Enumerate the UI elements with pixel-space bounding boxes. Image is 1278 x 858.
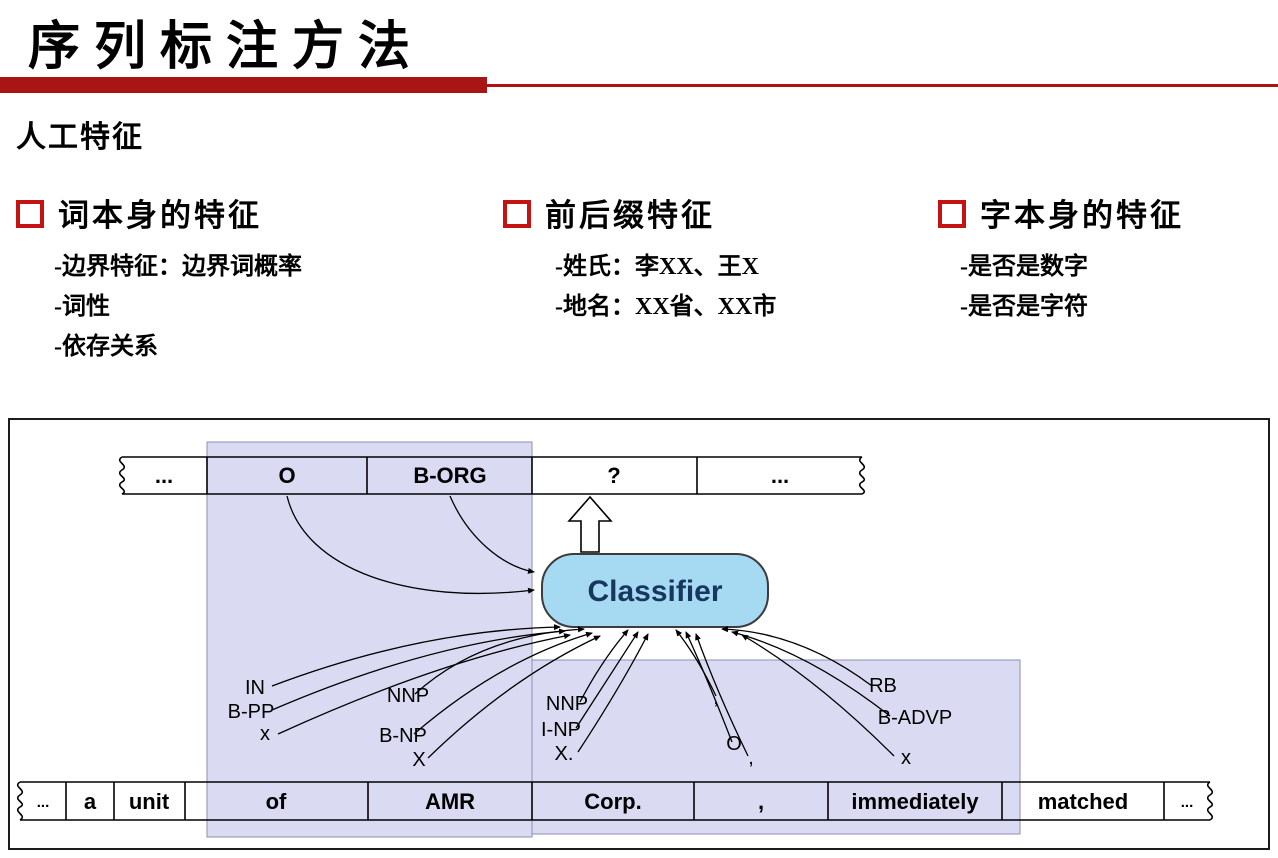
tape-cell: of (266, 789, 287, 814)
bullet-item: -词性 (54, 294, 110, 320)
tape-cell: ... (37, 794, 50, 811)
title-rule-thin (0, 84, 1278, 87)
bullet-heading-row: 词本身的特征 (16, 190, 302, 235)
prev-tag-arrow (286, 495, 535, 595)
tape-cell: O (278, 463, 295, 488)
bullet-item-list: -边界特征：边界词概率 -词性 -依存关系 (54, 247, 302, 367)
context-window-right (531, 659, 1021, 835)
bullet-item-list: -姓氏：李XX、王X -地名：XX省、XX市 (555, 247, 776, 327)
bottom-tape: ... a unit of AMR Corp. , immediately ma… (16, 781, 1214, 821)
tape-cell-query: ? (607, 463, 620, 488)
feature-arrow (741, 634, 895, 757)
feature-arrow (685, 631, 733, 743)
bullet-item: -地名：XX省、XX市 (555, 294, 777, 320)
top-tape: ... O B-ORG ? ... (118, 456, 866, 495)
bullet-item: -姓氏：李XX、王X (555, 254, 759, 280)
feature-label: I-NP (541, 719, 581, 741)
bullet-item-list: -是否是数字 -是否是字符 (960, 247, 1184, 327)
section-subtitle: 人工特征 (16, 121, 144, 154)
bullet-column-word-features: 词本身的特征 -边界特征：边界词概率 -词性 -依存关系 (16, 190, 302, 367)
tape-cell: matched (1038, 789, 1128, 814)
tape-cell: Corp. (584, 789, 641, 814)
feature-label: B-NP (379, 725, 427, 747)
bullet-column-affix-features: 前后缀特征 -姓氏：李XX、王X -地名：XX省、XX市 (503, 190, 776, 327)
feature-arrow (695, 633, 749, 757)
bullet-item: -是否是数字 (960, 254, 1088, 280)
feature-arrow (721, 626, 873, 687)
bullet-heading-row: 字本身的特征 (938, 190, 1184, 235)
bullet-item: -是否是字符 (960, 294, 1088, 320)
tape-cell: a (84, 789, 97, 814)
feature-label: B-ADVP (878, 707, 952, 729)
feature-arrow (579, 629, 629, 703)
bullet-item: -边界特征：边界词概率 (54, 254, 302, 280)
tape-cell: AMR (425, 789, 475, 814)
tape-torn-edge-icon (1206, 781, 1214, 821)
bullet-heading-row: 前后缀特征 (503, 190, 776, 235)
tape-cell: B-ORG (413, 463, 486, 488)
feature-arrow (271, 628, 566, 711)
feature-label: IN (245, 677, 265, 699)
feature-label: O (726, 733, 742, 755)
bullet-heading: 前后缀特征 (545, 198, 715, 233)
feature-arrow (277, 633, 571, 735)
tape-cell: immediately (851, 789, 979, 814)
bullet-heading: 字本身的特征 (980, 198, 1184, 233)
prev-tag-arrow (449, 495, 535, 574)
red-square-bullet-icon (16, 199, 44, 228)
bullet-item: -依存关系 (54, 334, 158, 360)
feature-label: , (713, 687, 719, 709)
slide-title: 序列标注方法 (28, 19, 425, 76)
feature-label: x (260, 723, 270, 745)
title-rule-thick (0, 77, 487, 93)
feature-label: NNP (387, 685, 429, 707)
classifier-label: Classifier (587, 575, 722, 608)
feature-label: X. (555, 743, 574, 765)
feature-label: x (901, 747, 911, 769)
feature-arrow (413, 631, 593, 735)
bullet-column-char-features: 字本身的特征 -是否是数字 -是否是字符 (938, 190, 1184, 327)
feature-label: X (412, 749, 425, 771)
feature-labels: IN B-PP x NNP B-NP X NNP I-NP X. , O , R… (228, 675, 953, 771)
feature-arrow (577, 633, 649, 753)
tape-cell: ... (1181, 794, 1194, 811)
red-square-bullet-icon (938, 199, 966, 228)
tape-cell: , (758, 789, 764, 814)
feature-arrow (731, 630, 891, 717)
feature-label: , (748, 747, 754, 769)
feature-arrow (427, 635, 601, 759)
sequence-diagram-svg: ... O B-ORG ? ... ... (16, 441, 1214, 838)
red-square-bullet-icon (503, 199, 531, 228)
feature-arrow (675, 629, 717, 697)
tape-torn-edge-icon (858, 456, 866, 495)
feature-arrow (575, 631, 639, 729)
tape-torn-edge-icon (16, 781, 24, 821)
feature-arrow (414, 626, 585, 695)
feature-label: NNP (546, 693, 588, 715)
classifier-box (541, 553, 769, 628)
feature-arrow (271, 624, 561, 687)
tape-cell: unit (129, 789, 170, 814)
tape-torn-edge-icon (118, 456, 126, 495)
tape-cell: ... (771, 463, 789, 488)
prediction-arrow-icon (567, 495, 613, 553)
feature-label: RB (869, 675, 897, 697)
classifier-diagram-panel: ... O B-ORG ? ... ... (8, 418, 1270, 850)
tape-cell: ... (155, 463, 173, 488)
feature-label: B-PP (228, 701, 275, 723)
bullet-heading: 词本身的特征 (58, 198, 262, 233)
context-window-left (206, 441, 533, 838)
